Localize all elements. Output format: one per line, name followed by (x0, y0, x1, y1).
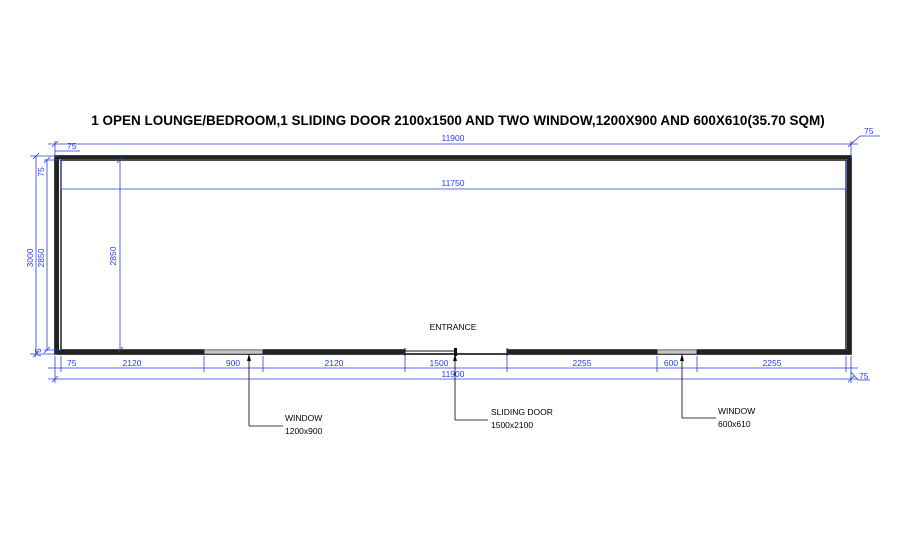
dim-wall-top-right: 75 (864, 126, 874, 136)
callout-name: SLIDING DOOR (491, 407, 553, 417)
dim-bottom-segment: 2120 (325, 358, 344, 368)
dimension-lines (30, 135, 880, 383)
dim-bottom-segment: 2120 (123, 358, 142, 368)
dim-interior-height: 2850 (108, 246, 118, 265)
dim-wall-left-top: 75 (36, 167, 46, 177)
left-wall-fill (55, 156, 59, 354)
callout-name: WINDOW (285, 413, 322, 423)
dim-inner-width: 11750 (441, 178, 464, 188)
dim-bottom-segment: 1500 (430, 358, 449, 368)
dim-bottom-segment: 600 (664, 358, 678, 368)
bottom-wall-fill (55, 350, 204, 354)
top-wall-fill (55, 156, 851, 159)
dim-bottom-segment: 900 (226, 358, 240, 368)
dim-bottom-segment: 2255 (573, 358, 592, 368)
room-label: ENTRANCE (430, 322, 477, 332)
dim-left-total: 3000 (25, 248, 35, 267)
bottom-wall-fill (263, 350, 405, 354)
callout-size: 1200x900 (285, 426, 323, 436)
walls (54, 155, 852, 355)
callout-window-1: WINDOW 1200x900 (247, 354, 323, 436)
window-600x610 (656, 349, 698, 355)
dim-overall-top: 11900 (441, 133, 464, 143)
dim-bottom-segment: 2255 (763, 358, 782, 368)
sliding-door-opening (404, 348, 508, 356)
dim-left-inner: 2850 (36, 248, 46, 267)
dim-bottom-segment: 75 (67, 358, 77, 368)
right-wall-fill (847, 156, 851, 354)
dim-wall-bottom-right: 75 (859, 371, 869, 381)
callout-size: 600x610 (718, 419, 751, 429)
dim-wall-left-bottom: 75 (33, 348, 43, 358)
bottom-wall-fill (697, 350, 851, 354)
drawing-title: 1 OPEN LOUNGE/BEDROOM,1 SLIDING DOOR 210… (91, 113, 824, 128)
dim-overall-bottom: 11900 (441, 369, 464, 379)
callout-size: 1500x2100 (491, 420, 533, 430)
callout-name: WINDOW (718, 406, 755, 416)
bottom-wall-fill (507, 350, 657, 354)
callout-sliding-door: SLIDING DOOR 1500x2100 (453, 354, 553, 430)
inner-wall-outline (60, 159, 847, 350)
window-1200x900 (203, 349, 264, 355)
callout-window-2: WINDOW 600x610 (680, 354, 755, 429)
dim-wall-top-left: 75 (67, 141, 77, 151)
